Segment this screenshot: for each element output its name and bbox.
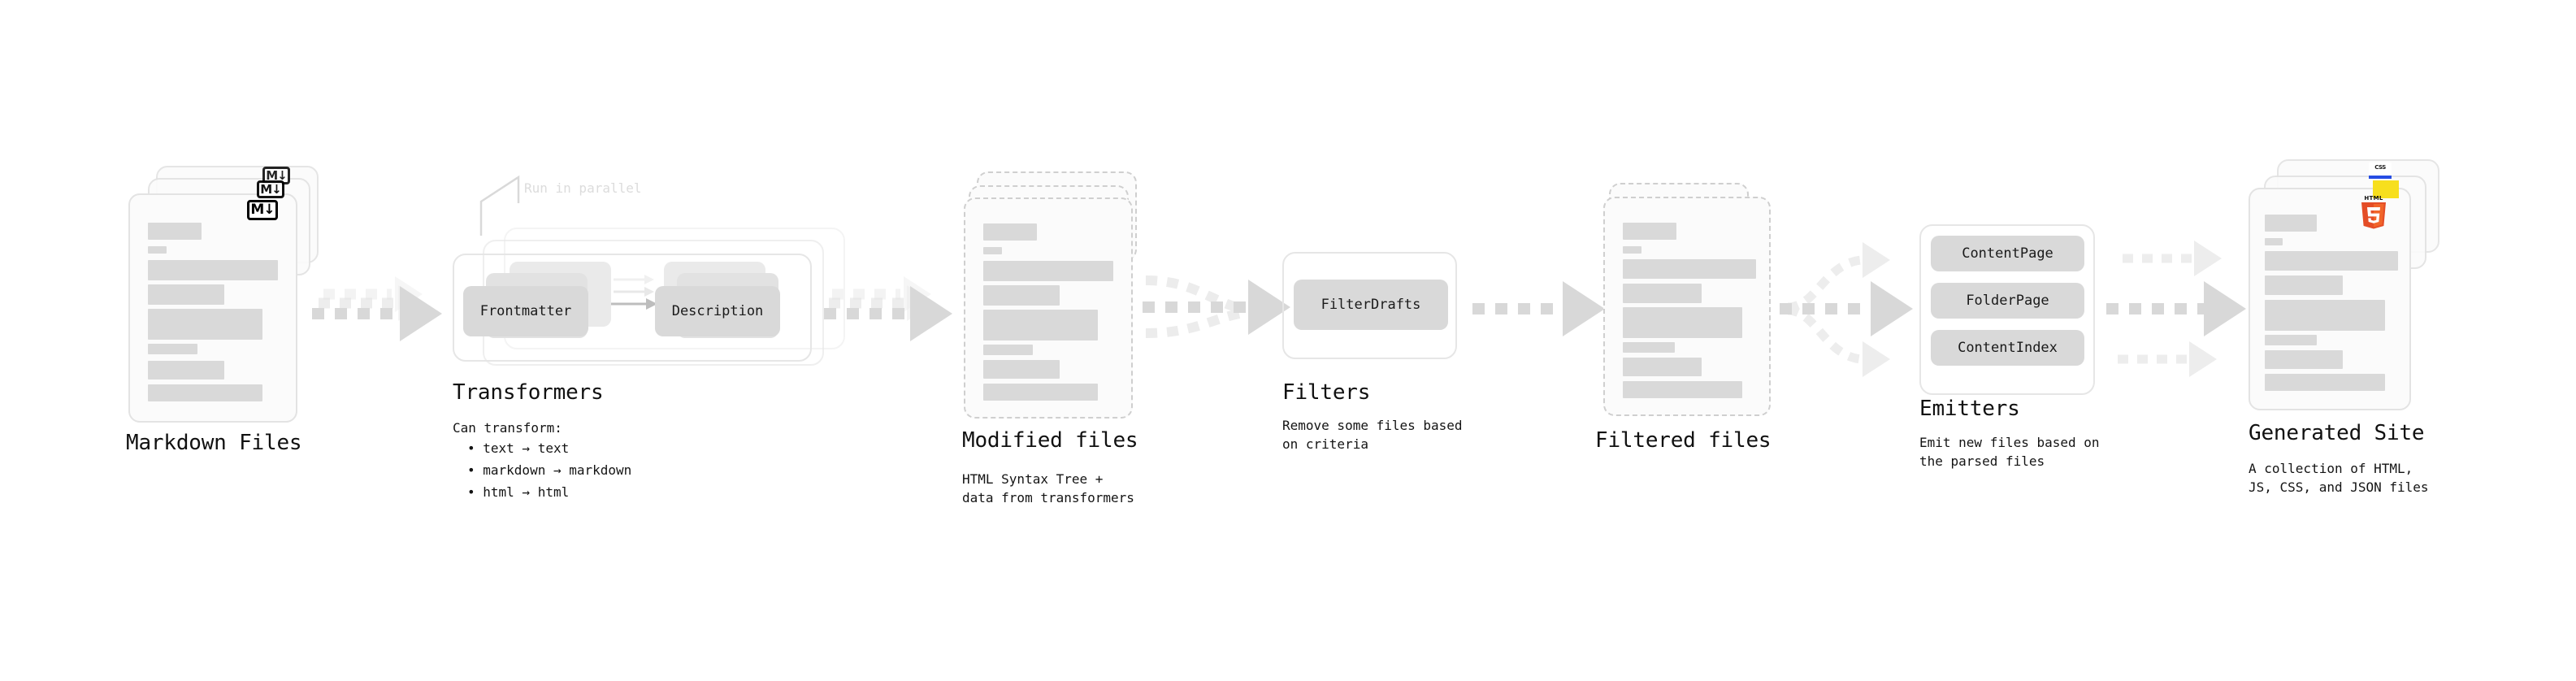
arrow-emitters-to-site: [2106, 241, 2246, 377]
placeholder-bar: [983, 261, 1113, 281]
markdown-files-title: Markdown Files: [126, 431, 302, 455]
markdown-badge-icon-back1: M↓: [257, 180, 284, 198]
placeholder-bar: [983, 247, 1002, 254]
transformers-bullet-1: • markdown → markdown: [467, 462, 632, 478]
transformers-bullet-0: • text → text: [467, 440, 570, 456]
filtered-files-title: Filtered files: [1595, 428, 1772, 453]
placeholder-bar: [148, 260, 278, 280]
emitter-chip-folderpage[interactable]: FolderPage: [1931, 283, 2084, 319]
placeholder-bar: [2265, 215, 2317, 232]
placeholder-bar: [983, 345, 1033, 355]
placeholder-bar: [2265, 300, 2385, 331]
placeholder-bar: [1623, 381, 1742, 398]
placeholder-bar: [148, 246, 167, 254]
filters-desc-1: on criteria: [1282, 436, 1368, 452]
modified-files-desc-1: data from transformers: [962, 490, 1134, 505]
placeholder-bar: [148, 309, 262, 340]
placeholder-bar: [1623, 307, 1742, 338]
placeholder-bar: [983, 285, 1060, 306]
generated-site-desc-0: A collection of HTML,: [2249, 461, 2413, 476]
placeholder-bar: [1623, 284, 1702, 303]
placeholder-bar: [2265, 238, 2283, 245]
placeholder-bar: [148, 284, 224, 305]
placeholder-bar: [2265, 251, 2398, 271]
placeholder-bar: [2265, 374, 2385, 391]
site-file-card-front: [2249, 188, 2411, 410]
js-badge-icon: [2373, 180, 2399, 198]
transformers-box-front: [453, 254, 812, 362]
filters-desc-0: Remove some files based: [1282, 418, 1463, 433]
arrow-filtered-to-emitters: [1780, 242, 1913, 377]
emitters-desc-0: Emit new files based on: [1919, 435, 2100, 450]
transformers-desc-heading: Can transform:: [453, 420, 562, 436]
placeholder-bar: [983, 384, 1098, 401]
placeholder-bar: [148, 361, 224, 380]
arrow-filters-to-filtered: [1472, 281, 1605, 336]
modified-files-title: Modified files: [962, 428, 1138, 453]
emitters-desc-1: the parsed files: [1919, 453, 2045, 469]
emitter-chip-contentpage[interactable]: ContentPage: [1931, 236, 2084, 271]
placeholder-bar: [2265, 275, 2343, 295]
placeholder-bar: [983, 360, 1060, 379]
markdown-badge-icon: M↓: [247, 200, 278, 220]
emitters-title: Emitters: [1919, 397, 2020, 421]
transformers-bullet-2: • html → html: [467, 484, 570, 500]
placeholder-bar: [1623, 259, 1756, 279]
markdown-badge-icon-back2: M↓: [262, 167, 290, 184]
arrow-modified-to-filters: [1143, 275, 1290, 338]
placeholder-bar: [148, 223, 202, 240]
modified-files-desc-0: HTML Syntax Tree +: [962, 471, 1104, 487]
placeholder-bar: [148, 344, 197, 354]
modified-file-card-front: [964, 197, 1133, 419]
parallel-bracket: [479, 175, 520, 236]
placeholder-bar: [148, 384, 262, 401]
generated-site-title: Generated Site: [2249, 421, 2425, 445]
placeholder-bar: [2265, 350, 2343, 369]
filters-box: [1282, 252, 1457, 359]
generated-site-desc-1: JS, CSS, and JSON files: [2249, 479, 2429, 495]
arrow-markdown-to-transformers: [312, 276, 442, 341]
placeholder-bar: [983, 223, 1037, 241]
run-in-parallel-note: Run in parallel: [524, 180, 642, 196]
html5-badge-icon: HTML: [2358, 193, 2389, 229]
css-badge-icon: CSS: [2369, 163, 2392, 179]
placeholder-bar: [2265, 335, 2317, 345]
placeholder-bar: [983, 310, 1098, 340]
placeholder-bar: [1623, 342, 1675, 353]
filters-title: Filters: [1282, 380, 1371, 405]
transformer-chip-frontmatter[interactable]: Frontmatter: [463, 286, 588, 336]
svg-text:HTML: HTML: [2364, 195, 2383, 202]
placeholder-bar: [1623, 358, 1702, 376]
placeholder-bar: [1623, 246, 1641, 254]
filter-chip-filterdrafts[interactable]: FilterDrafts: [1294, 280, 1448, 330]
filtered-file-card-front: [1603, 197, 1771, 416]
transformer-chip-description[interactable]: Description: [655, 286, 780, 336]
placeholder-bar: [1623, 223, 1676, 240]
emitter-chip-contentindex[interactable]: ContentIndex: [1931, 330, 2084, 366]
markdown-file-card-front: [128, 193, 297, 423]
emitters-box: [1919, 224, 2095, 395]
transformers-title: Transformers: [453, 380, 604, 405]
